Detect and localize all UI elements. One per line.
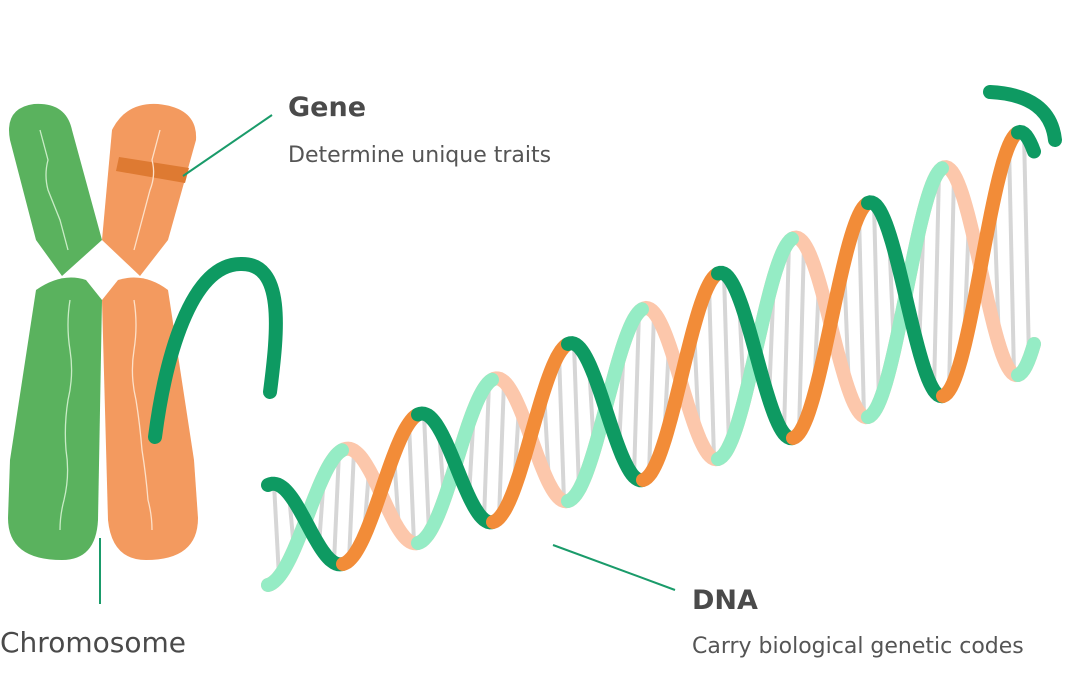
- base-pair-rung: [857, 214, 866, 417]
- base-pair-rung: [272, 483, 281, 577]
- base-pair-rung: [482, 382, 491, 520]
- dna-strand-end-tail: [983, 85, 1062, 147]
- dna-strand-front-segments: [261, 124, 1041, 572]
- base-pair-rung: [1007, 145, 1016, 375]
- chromosome-squiggle: [133, 129, 161, 251]
- base-pair-rung: [332, 452, 341, 563]
- base-pair-rung: [932, 171, 941, 391]
- dna-description: Carry biological genetic codes: [692, 634, 1024, 659]
- base-pair-rung: [1022, 133, 1031, 360]
- dna-leader-line: [552, 544, 676, 591]
- chromosome-squiggle: [59, 299, 73, 531]
- dna-strand-front-segment: [1011, 124, 1041, 159]
- base-pair-rung: [707, 284, 716, 459]
- dna-strand-front-segment: [786, 196, 874, 445]
- base-pair-rung: [797, 243, 806, 434]
- base-pair-rung: [422, 413, 431, 534]
- base-pair-rung: [947, 174, 956, 391]
- base-pair-rung: [872, 203, 881, 403]
- chromosome-orange-upper-arm: [102, 103, 197, 276]
- gene-band: [116, 157, 189, 183]
- dna-strand-front-segment: [636, 267, 724, 487]
- chromosome-green-upper-arm: [9, 103, 102, 276]
- base-pair-rung: [572, 343, 581, 490]
- chromosome: [8, 103, 198, 604]
- chromosome-squiggle: [131, 299, 153, 531]
- gene-title: Gene: [288, 92, 367, 123]
- chromosome-title: Chromosome: [0, 626, 186, 659]
- base-pair-rung: [347, 450, 356, 561]
- dna-strand-front-segment: [411, 406, 499, 530]
- gene-leader-line: [182, 114, 273, 177]
- dna-title: DNA: [692, 585, 758, 616]
- dna-strand-front-segment: [711, 265, 799, 446]
- dna-strand-front-segment: [936, 126, 1024, 403]
- dna-strand-front-segment: [261, 476, 349, 572]
- dna-strand-front-segment: [486, 337, 574, 529]
- chromosome-squiggle: [39, 129, 69, 251]
- base-pair-rung: [722, 273, 731, 447]
- dna-helix: [148, 85, 1062, 592]
- dna-strand-front-segment: [336, 408, 424, 571]
- base-pair-rung: [407, 423, 416, 544]
- base-pair-rung: [497, 381, 506, 519]
- dna-strand-back-segment: [1011, 337, 1041, 382]
- base-pair-rung: [647, 312, 656, 476]
- chromosome-green-lower-arm: [8, 277, 102, 560]
- dna-strand-front-segment: [561, 336, 649, 488]
- dna-strand-front-segment: [861, 195, 949, 404]
- base-pair-rung: [632, 311, 641, 477]
- gene-description: Determine unique traits: [288, 143, 552, 168]
- dna-strand-start-tail: [148, 257, 283, 444]
- base-pair-rung: [557, 353, 566, 502]
- base-pair-rung: [782, 241, 791, 434]
